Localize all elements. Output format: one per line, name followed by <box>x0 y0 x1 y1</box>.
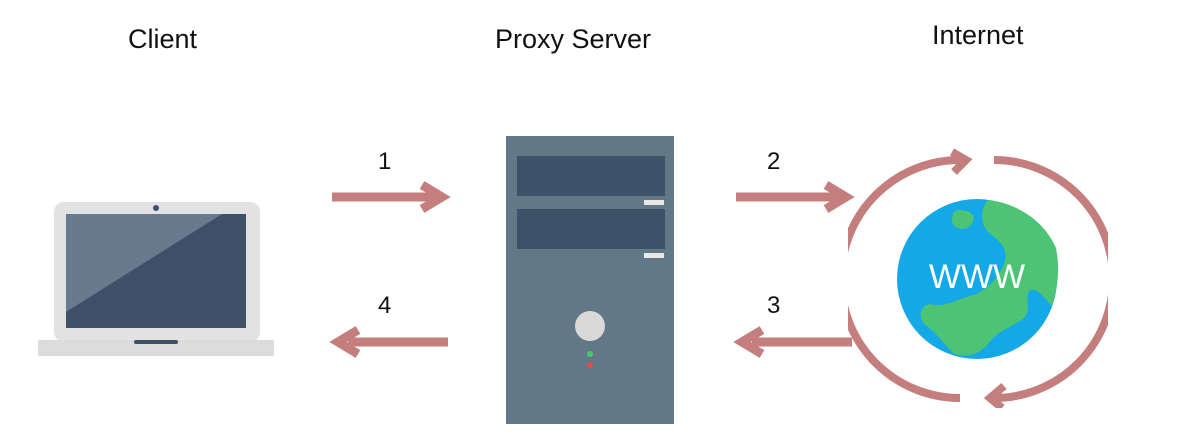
arrow-proxy-to-client <box>329 326 448 358</box>
arrow-internet-to-proxy <box>733 326 852 358</box>
laptop-icon <box>38 202 274 356</box>
proxy-server-icon <box>506 136 674 424</box>
step-4-label: 4 <box>378 292 392 319</box>
step-1-label: 1 <box>378 148 392 175</box>
proxy-server-label: Proxy Server <box>495 24 652 54</box>
internet-globe-icon: WWW <box>848 148 1108 408</box>
step-2-label: 2 <box>767 148 781 175</box>
globe-www-text: WWW <box>929 258 1025 296</box>
internet-label: Internet <box>932 20 1024 50</box>
step-3-label: 3 <box>767 292 781 319</box>
arrow-client-to-proxy <box>332 181 451 213</box>
arrow-proxy-to-internet <box>736 181 855 213</box>
client-label: Client <box>128 24 198 54</box>
